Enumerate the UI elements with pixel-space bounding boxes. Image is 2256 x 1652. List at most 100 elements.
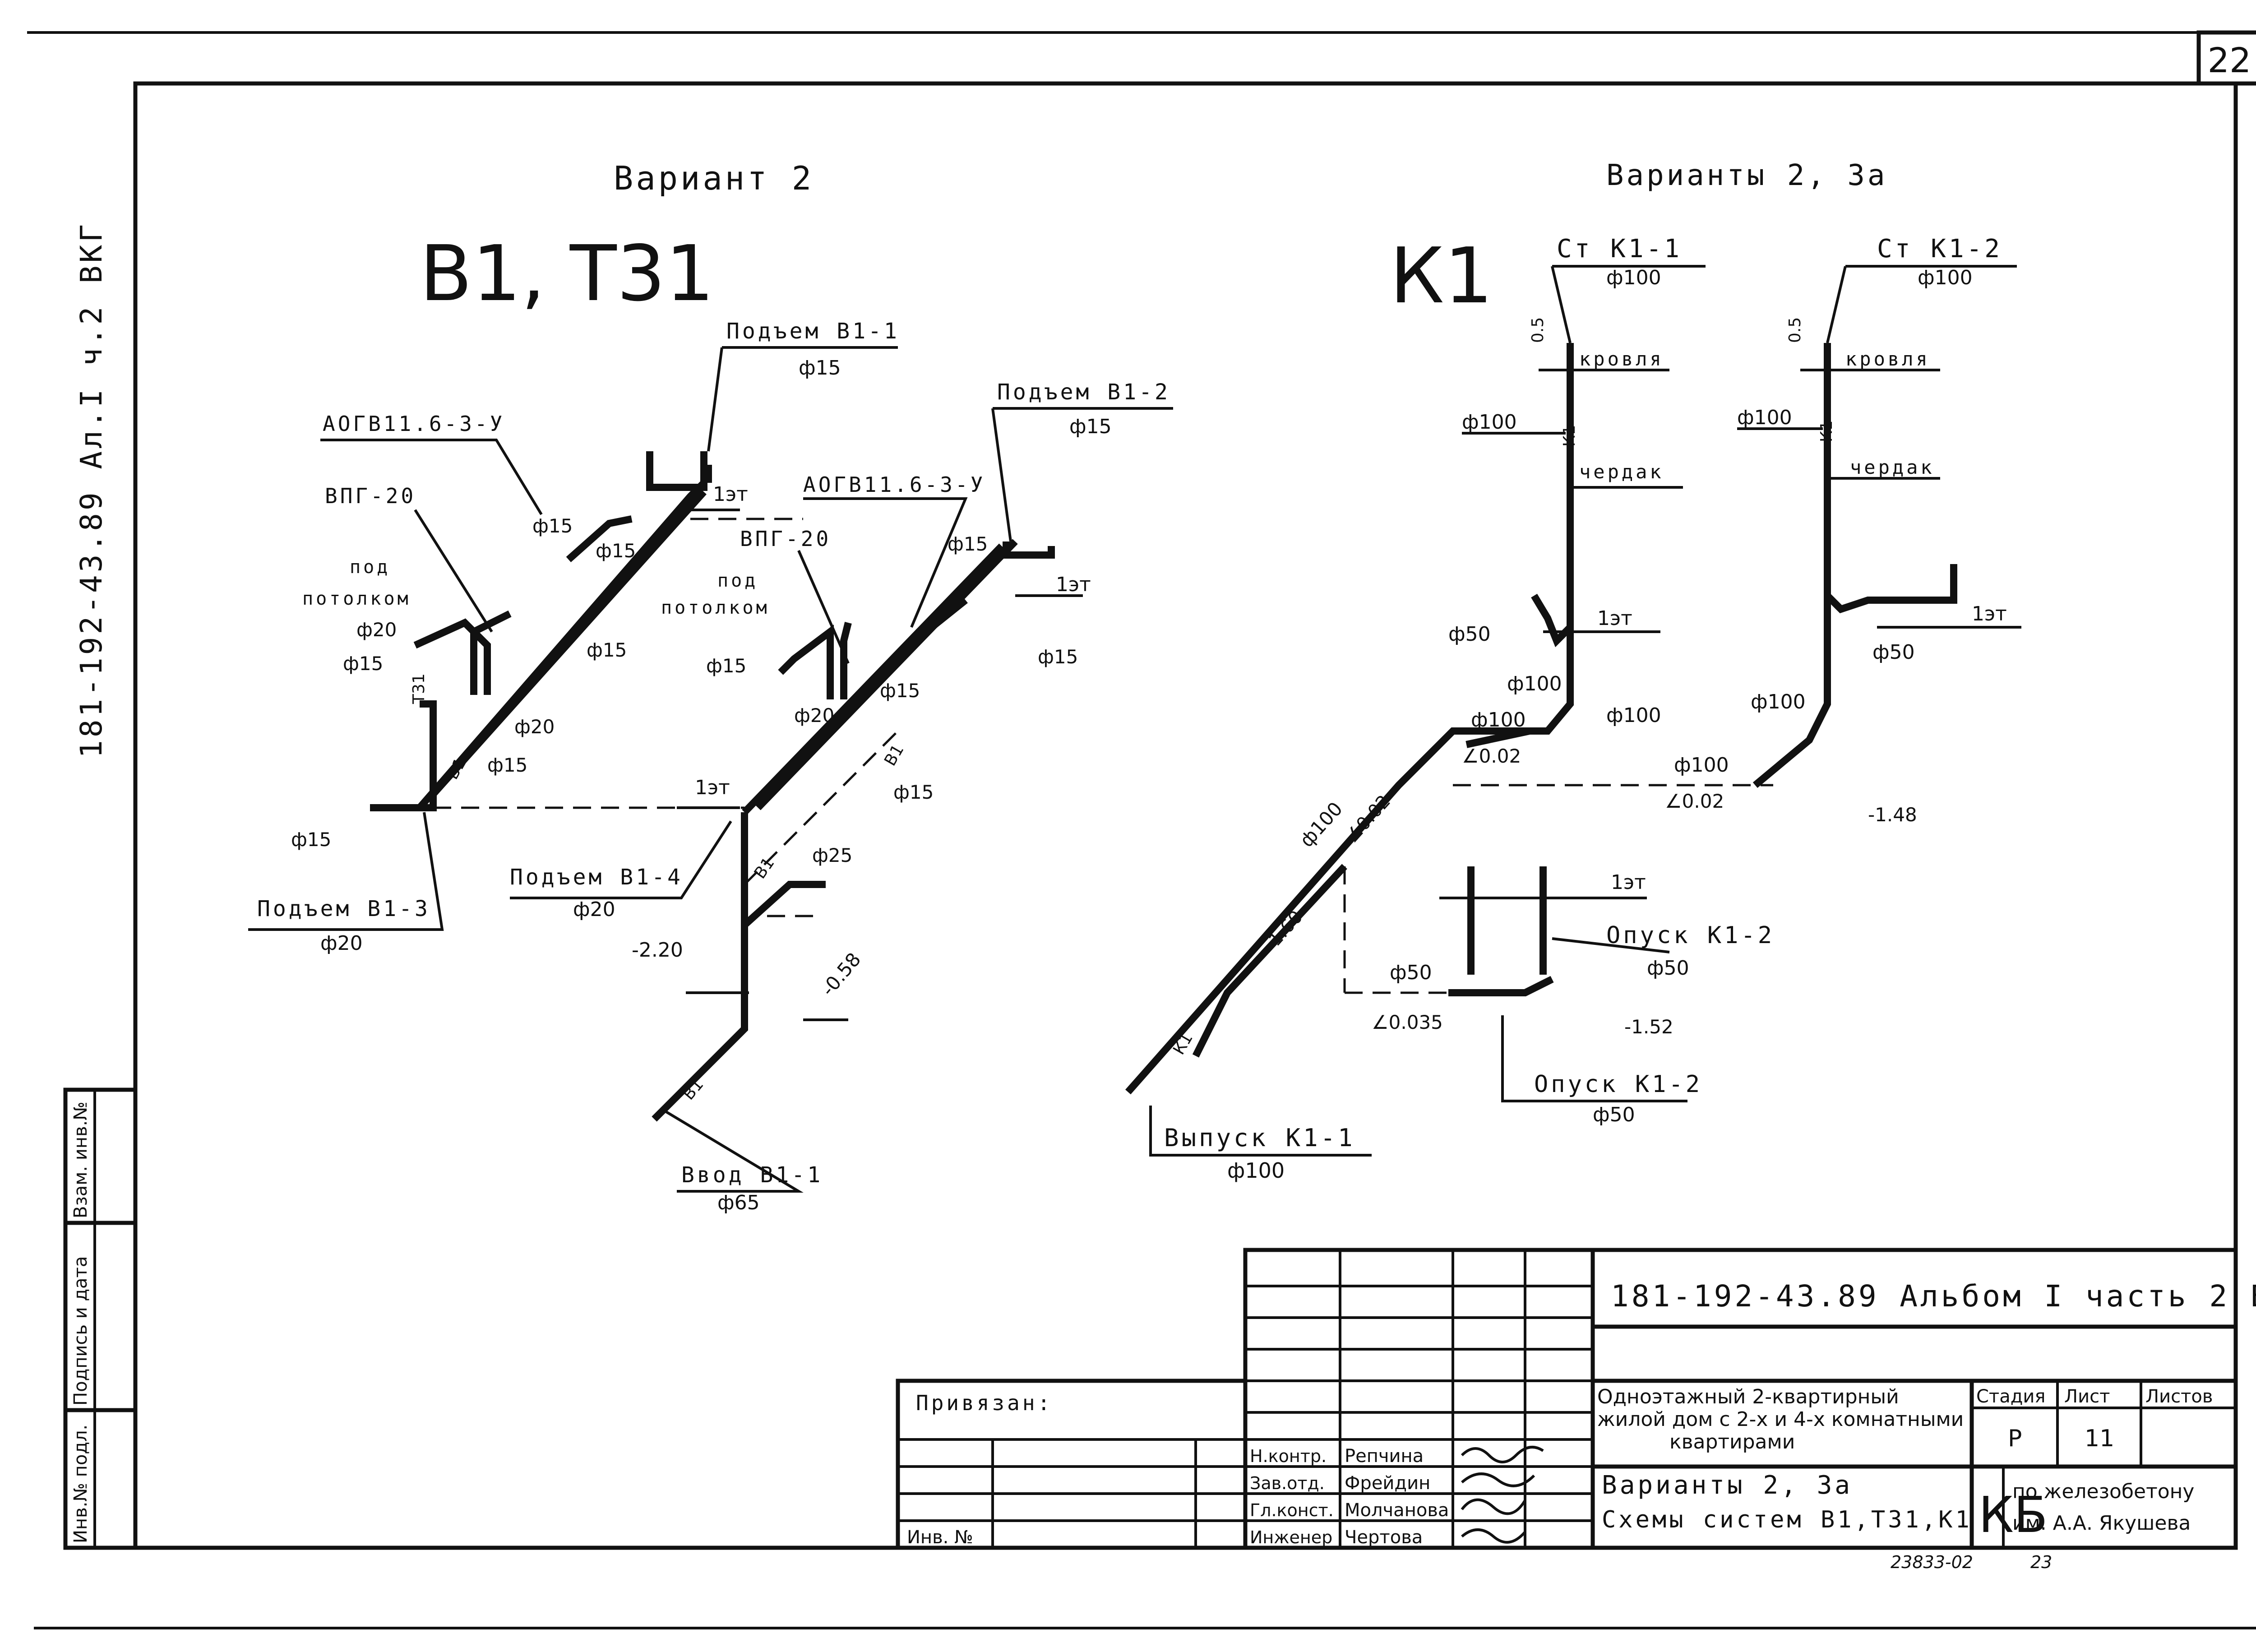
main-pipe-t31 xyxy=(430,489,707,797)
label-d50: ф50 xyxy=(1390,961,1432,984)
sheet-value: 11 xyxy=(2085,1425,2114,1452)
label-d100: ф100 xyxy=(1674,754,1729,777)
label-aogv-left: АОГВ11.6-3-У xyxy=(323,412,505,436)
label-cherdak: чердак xyxy=(1850,456,1935,478)
label-d15: ф15 xyxy=(487,754,527,776)
label-d15: ф15 xyxy=(587,639,627,661)
object-line-3: квартирами xyxy=(1669,1430,1795,1453)
label-elev-220: -2.20 xyxy=(632,939,683,962)
label-d100: ф100 xyxy=(1507,672,1562,695)
leader xyxy=(707,347,723,452)
label-vvod-b1-1: Ввод В1-1 xyxy=(681,1162,823,1188)
label-potolkom-left: потолком xyxy=(302,588,411,609)
stage-value: Р xyxy=(2008,1425,2022,1452)
leader xyxy=(320,439,543,515)
left-strip-podpis: Подпись и дата xyxy=(70,1256,91,1406)
branch-d25 xyxy=(742,881,826,928)
drawing-line-2: Схемы систем В1,Т31,К1 xyxy=(1602,1506,1972,1533)
label-t31-marker: Т31 xyxy=(410,673,428,704)
label-d100: ф100 xyxy=(1462,411,1517,434)
label-opusk-k1-2: Опуск К1-2 xyxy=(1606,922,1775,949)
left-system-title: В1, Т31 xyxy=(420,229,714,319)
stage-header: Стадия xyxy=(1976,1386,2045,1407)
label-d20: ф20 xyxy=(794,704,834,727)
leader xyxy=(662,1109,804,1193)
vpg-right xyxy=(778,625,834,699)
signature-mark xyxy=(1461,1498,1526,1515)
branch-d100 xyxy=(1465,727,1530,748)
label-d50: ф50 xyxy=(1647,957,1689,980)
org-line-2: им. А.А. Якушева xyxy=(2012,1512,2191,1535)
label-elev-058: -0.58 xyxy=(817,949,865,1000)
label-d20: ф20 xyxy=(514,716,555,738)
vvod-pipe xyxy=(652,812,748,1122)
signature-mark xyxy=(1461,1446,1544,1463)
label-slope-002: ∠0.02 xyxy=(1341,791,1395,847)
right-variant-title: Варианты 2, 3а xyxy=(1606,159,1887,192)
label-d15: ф15 xyxy=(799,356,841,379)
label-d15: ф15 xyxy=(893,781,934,803)
left-strip: Взам. инв.№ Подпись и дата Инв.№ подл. xyxy=(63,1087,138,1550)
staff-name: Фрейдин xyxy=(1345,1473,1430,1494)
leader xyxy=(1501,1015,1687,1102)
sheet-header: Лист xyxy=(2064,1386,2110,1407)
label-d25: ф25 xyxy=(812,844,852,866)
stack-k1-1 xyxy=(1125,343,1574,1095)
signature-mark xyxy=(1461,1472,1535,1487)
org-line-1: по железобетону xyxy=(2012,1480,2194,1503)
label-d20: ф20 xyxy=(356,619,397,641)
boiler-loop-right xyxy=(1003,541,1055,559)
staff-name: Репчина xyxy=(1345,1446,1424,1467)
label-d15: ф15 xyxy=(291,828,331,851)
branch-d50-left xyxy=(1531,593,1573,648)
label-d50: ф50 xyxy=(1593,1103,1635,1126)
sheet-number: 22 xyxy=(2208,40,2251,80)
label-k1-marker: К1 xyxy=(1170,1030,1197,1058)
label-floor-1: 1эт xyxy=(1972,602,2007,625)
label-floor-1: 1эт xyxy=(1611,871,1646,894)
label-k1-marker: К1 xyxy=(1560,425,1579,447)
staff-name: Молчанова xyxy=(1345,1500,1449,1521)
label-potolkom-right: потолком xyxy=(661,597,770,618)
label-d100: ф100 xyxy=(1737,406,1792,429)
podem-b13 xyxy=(370,700,437,811)
archive-number: 23833-02 xyxy=(1891,1552,1973,1572)
label-d15: ф15 xyxy=(1069,415,1112,438)
label-elev-148: -1.48 xyxy=(1868,804,1917,826)
label-d100: ф100 xyxy=(1606,704,1661,727)
leader xyxy=(510,820,732,899)
label-d20: ф20 xyxy=(573,898,615,921)
right-system-title: К1 xyxy=(1390,231,1493,321)
object-line-2: жилой дом с 2-х и 4-х комнатными xyxy=(1597,1408,1964,1431)
label-b1-marker: В1 xyxy=(751,854,778,883)
label-vypusk-k1-1: Выпуск К1-1 xyxy=(1164,1124,1355,1152)
label-slope-002: ∠0.02 xyxy=(1665,790,1724,812)
label-d15: ф15 xyxy=(343,652,383,675)
label-d15: ф15 xyxy=(1038,646,1078,668)
label-d100: ф100 xyxy=(1295,798,1347,851)
leader xyxy=(1149,1106,1372,1157)
label-d100: ф100 xyxy=(1918,266,1973,289)
label-elev-152: -1.52 xyxy=(1624,1016,1674,1038)
archive-page: 23 xyxy=(2030,1552,2052,1572)
title-block: 181-192-43.89 Альбом I часть 2 ВКГ Привя… xyxy=(896,1248,2256,1550)
dash-link xyxy=(744,726,903,885)
leader xyxy=(1826,266,1847,343)
label-aogv-right: АОГВ11.6-3-У xyxy=(803,472,985,497)
label-opusk-k1-2: Опуск К1-2 xyxy=(1534,1071,1702,1098)
side-code: 181-192-43.89 Ал.I ч.2 ВКГ xyxy=(74,222,109,758)
label-krovlya: кровля xyxy=(1579,348,1664,370)
label-k1-marker: К1 xyxy=(1817,421,1836,442)
label-st-k1-2: Ст К1-2 xyxy=(1877,234,2002,264)
sheet-number-box xyxy=(2196,30,2256,86)
label-d15: ф15 xyxy=(532,515,573,537)
label-slope-0035: ∠0.035 xyxy=(1372,1011,1443,1033)
label-podem-b1-1: Подъем В1-1 xyxy=(726,319,900,344)
aogv-right-link xyxy=(868,597,968,689)
boiler-loop-left xyxy=(646,451,707,491)
branch-d50-right xyxy=(1825,564,1957,614)
left-diagram: Вариант 2 В1, Т31 xyxy=(248,159,1173,1214)
staff-role: Зав.отд. xyxy=(1250,1473,1325,1493)
label-d100: ф100 xyxy=(1471,708,1526,731)
